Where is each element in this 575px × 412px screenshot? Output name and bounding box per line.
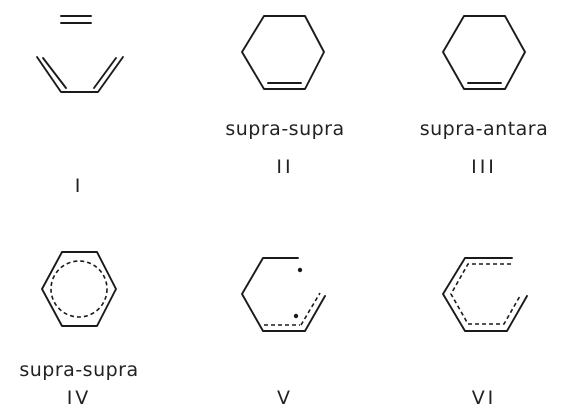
panel-iii-structure xyxy=(442,15,526,90)
panel-i-numeral: I xyxy=(75,175,84,197)
panel-vi-numeral: VI xyxy=(472,387,497,409)
panel-iv-mode-label: supra-supra xyxy=(19,359,138,381)
panel-i-structure xyxy=(36,15,124,93)
panel-vi-structure xyxy=(442,257,528,332)
panel-iv-structure xyxy=(41,251,117,327)
panel-iii-numeral: III xyxy=(471,156,497,178)
panel-v-numeral: V xyxy=(277,387,293,409)
panel-v-structure xyxy=(241,257,326,332)
panel-ii-structure xyxy=(241,15,325,90)
panel-ii-numeral: II xyxy=(276,156,293,178)
panel-iii-mode-label: supra-antara xyxy=(420,118,549,140)
panel-iv-numeral: IV xyxy=(67,387,92,409)
panel-ii-mode-label: supra-supra xyxy=(225,118,344,140)
